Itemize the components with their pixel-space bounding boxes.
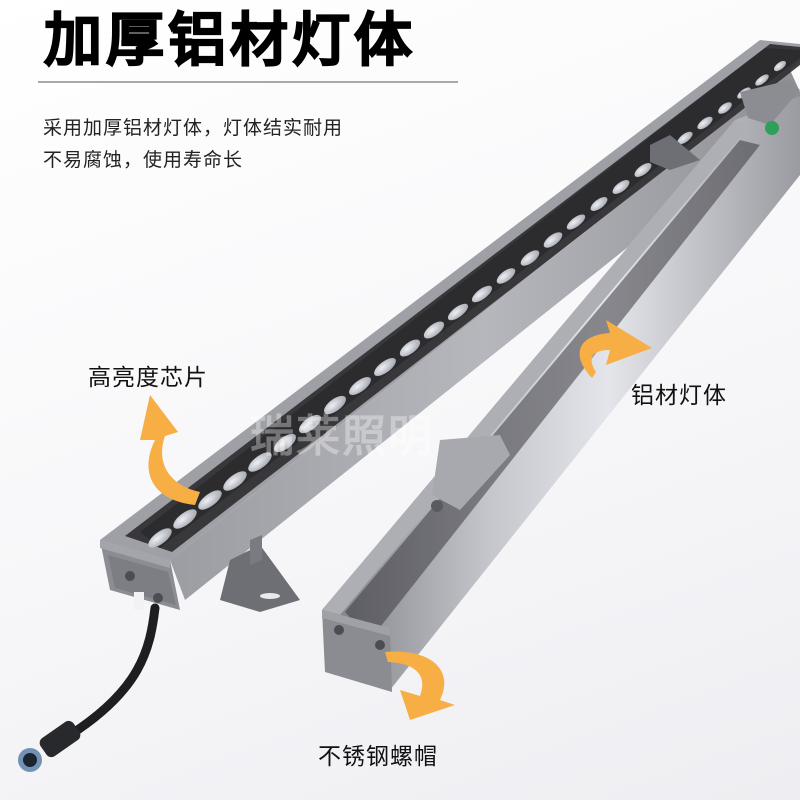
subtitle: 采用加厚铝材灯体，灯体结实耐用 不易腐蚀，使用寿命长 bbox=[43, 112, 343, 176]
arrow-right-icon bbox=[579, 320, 652, 378]
callout-stainless-screw: 不锈钢螺帽 bbox=[318, 744, 438, 770]
arrow-up-icon bbox=[140, 395, 200, 505]
arrow-down-icon bbox=[385, 651, 455, 720]
subtitle-line-1: 采用加厚铝材灯体，灯体结实耐用 bbox=[43, 117, 344, 139]
subtitle-line-2: 不易腐蚀，使用寿命长 bbox=[43, 149, 244, 171]
mounting-bracket-icon bbox=[220, 135, 700, 612]
rear-lamp-body bbox=[322, 80, 800, 692]
callout-aluminum-body: 铝材灯体 bbox=[631, 383, 727, 409]
connector-plug-icon bbox=[18, 603, 160, 772]
callout-high-brightness-chip: 高亮度芯片 bbox=[88, 365, 208, 391]
led-lens-row bbox=[148, 60, 786, 548]
watermark: 瑞莱照明 bbox=[250, 411, 434, 462]
page-title: 加厚铝材灯体 bbox=[43, 5, 417, 75]
title-divider bbox=[38, 81, 458, 83]
